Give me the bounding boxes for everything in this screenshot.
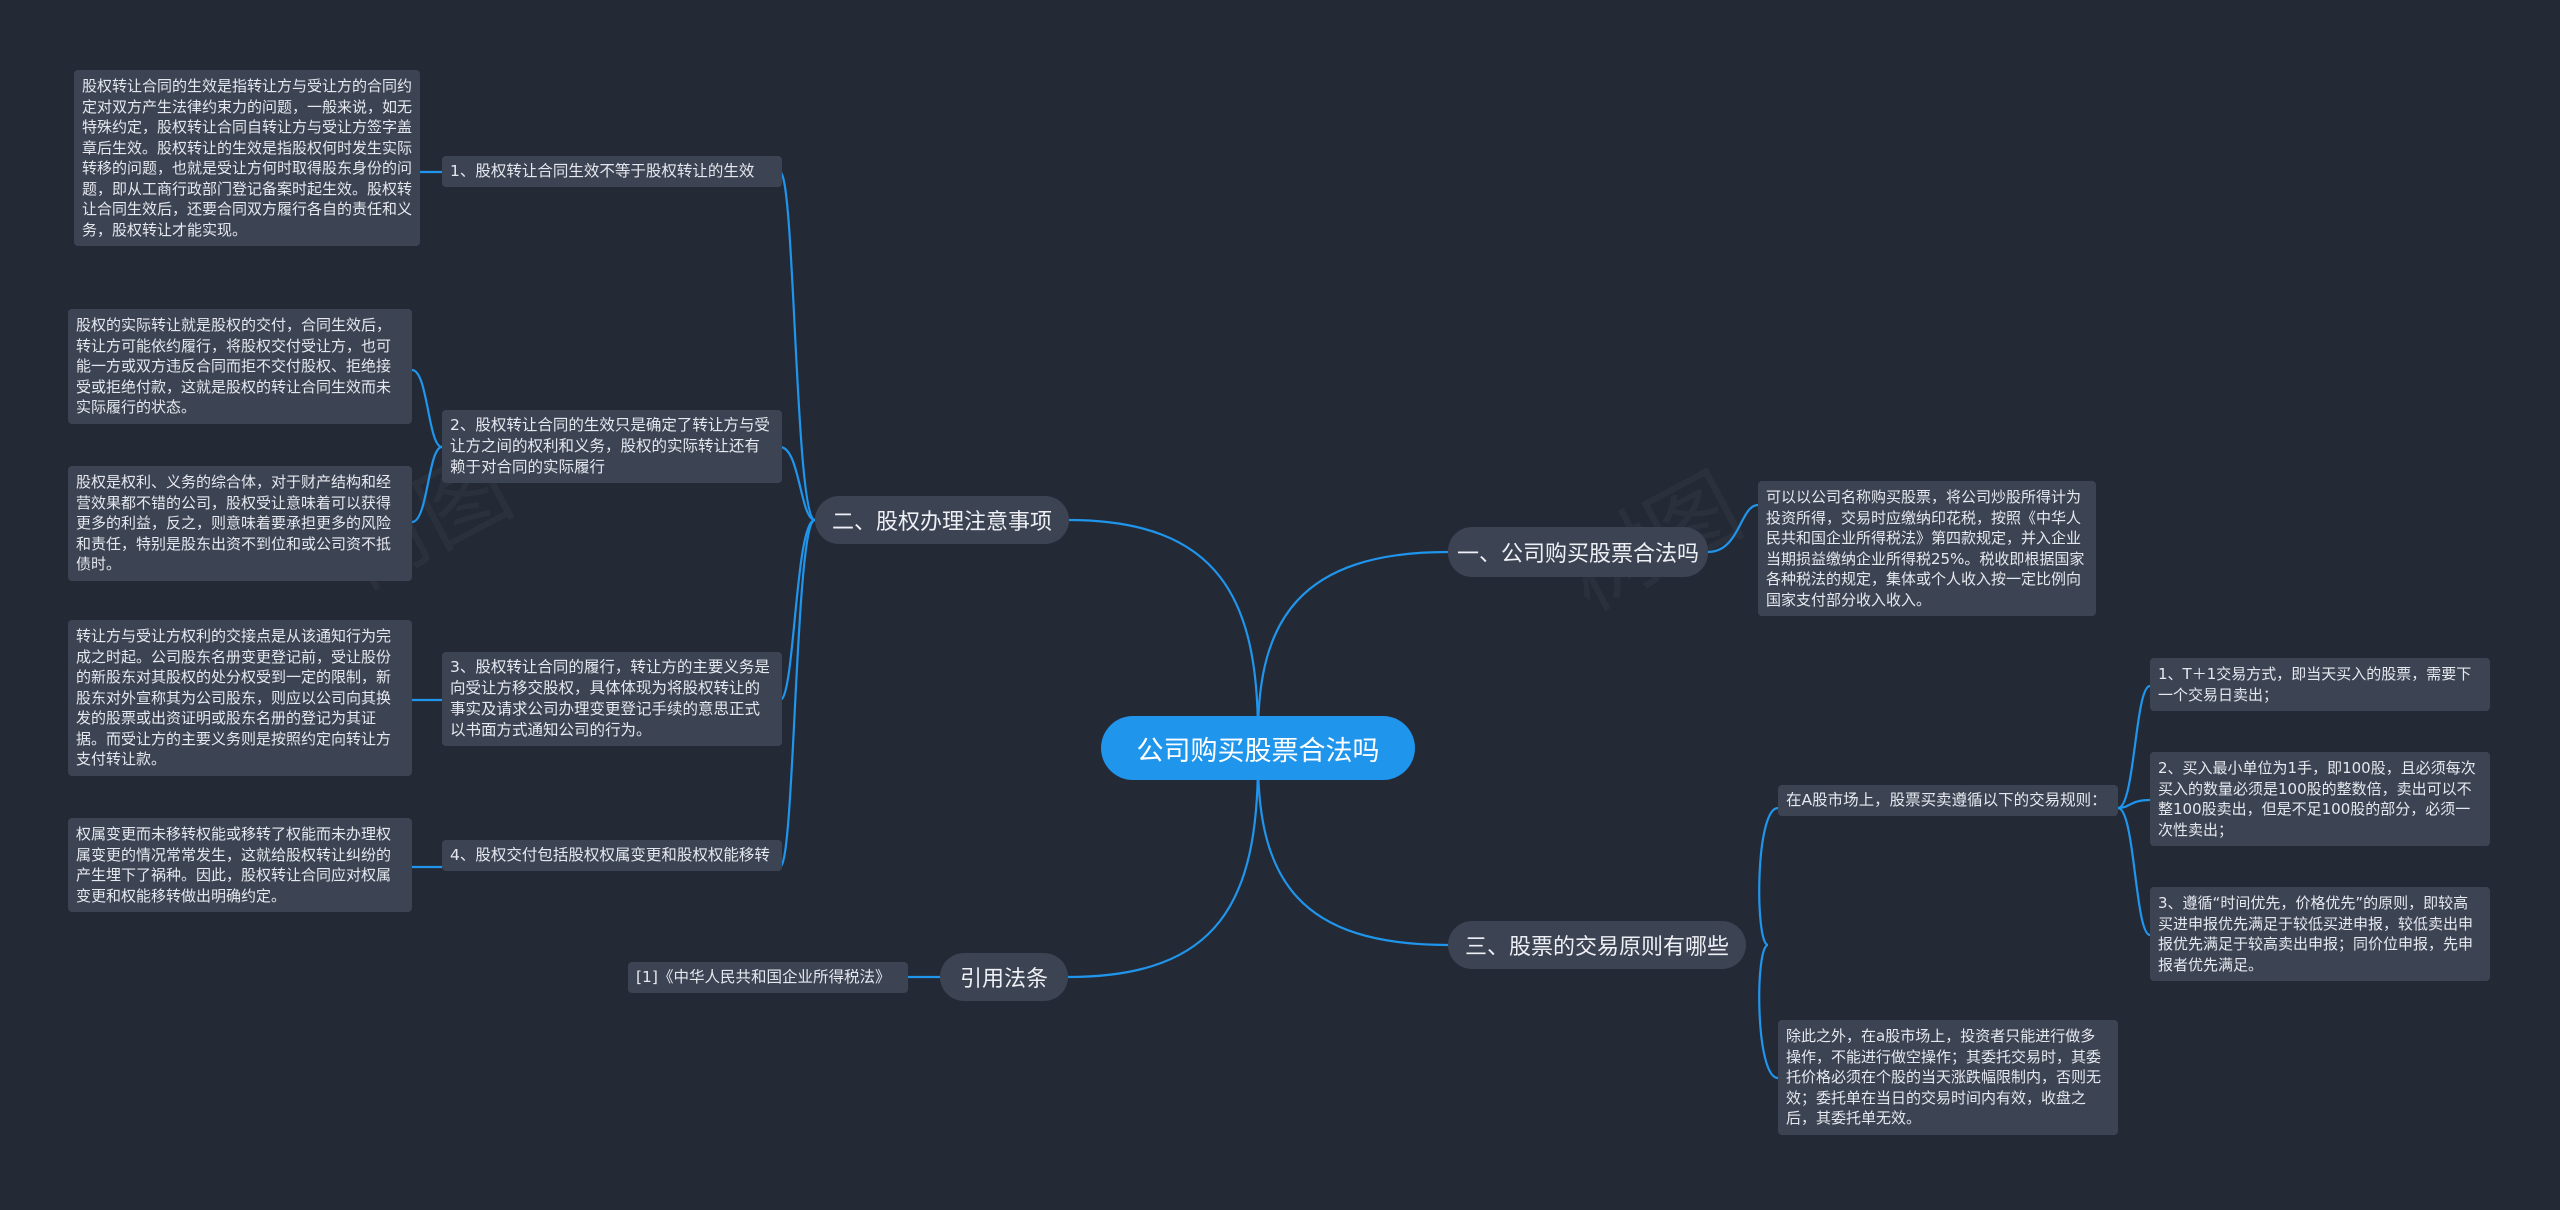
b3-topic-1-label: 在A股市场上，股票买卖遵循以下的交易规则： xyxy=(1786,791,2107,809)
b2-topic-2-label: 2、股权转让合同的生效只是确定了转让方与受让方之间的权利和义务，股权的实际转让还… xyxy=(450,416,770,476)
branch-4-label: 引用法条 xyxy=(959,967,1048,992)
link-b3-t2 xyxy=(1758,943,1779,1080)
b2-topic-1-label: 1、股权转让合同生效不等于股权转让的生效 xyxy=(450,162,755,180)
branch-2-label: 二、股权办理注意事项 xyxy=(831,510,1052,535)
link-b3t1-leafa xyxy=(2117,684,2151,810)
b3-topic-2[interactable]: 除此之外，在a股市场上，投资者只能进行做多操作，不能进行做空操作；其委托交易时，… xyxy=(1778,1020,2118,1135)
link-b2-t2 xyxy=(779,445,816,522)
link-b2-t1 xyxy=(778,170,817,522)
b2-topic-1[interactable]: 1、股权转让合同生效不等于股权转让的生效 xyxy=(442,156,782,187)
branch-1-label: 一、公司购买股票合法吗 xyxy=(1456,542,1699,567)
b1-note-text: 可以以公司名称购买股票，将公司炒股所得计为投资所得，交易时应缴纳印花税，按照《中… xyxy=(1766,488,2085,609)
link-root-b2 xyxy=(1067,518,1260,736)
b3-rule-1[interactable]: 1、T＋1交易方式，即当天买入的股票，需要下一个交易日卖出； xyxy=(2150,658,2490,711)
link-b3t1-leafc xyxy=(2117,806,2151,937)
link-t2-leafa xyxy=(411,368,443,449)
branch-2[interactable]: 二、股权办理注意事项 xyxy=(815,496,1069,544)
branch-3[interactable]: 三、股票的交易原则有哪些 xyxy=(1448,921,1746,969)
b2-topic-2[interactable]: 2、股权转让合同的生效只是确定了转让方与受让方之间的权利和义务，股权的实际转让还… xyxy=(442,410,782,483)
b2-topic-2-leaf-a-text: 股权的实际转让就是股权的交付，合同生效后，转让方可能依约履行，将股权交付受让方，… xyxy=(76,316,392,416)
link-b1-note xyxy=(1707,503,1759,554)
law-citation[interactable]: [1]《中华人民共和国企业所得税法》 xyxy=(628,962,908,993)
b1-note[interactable]: 可以以公司名称购买股票，将公司炒股所得计为投资所得，交易时应缴纳印花税，按照《中… xyxy=(1758,481,2096,616)
branch-1[interactable]: 一、公司购买股票合法吗 xyxy=(1448,527,1708,577)
b2-topic-2-leaf-b[interactable]: 股权是权利、义务的综合体，对于财产结构和经营效果都不错的公司，股权受让意味着可以… xyxy=(68,466,412,581)
b3-rule-2[interactable]: 2、买入最小单位为1手，即100股，且必须每次买入的数量必须是100股的整数倍，… xyxy=(2150,752,2490,846)
b3-topic-2-text: 除此之外，在a股市场上，投资者只能进行做多操作，不能进行做空操作；其委托交易时，… xyxy=(1786,1027,2102,1127)
b3-topic-1[interactable]: 在A股市场上，股票买卖遵循以下的交易规则： xyxy=(1778,785,2118,816)
branch-3-label: 三、股票的交易原则有哪些 xyxy=(1464,935,1729,960)
b2-topic-1-leaf-text: 股权转让合同的生效是指转让方与受让方的合同约定对双方产生法律约束力的问题，一般来… xyxy=(82,77,413,239)
link-b3t1-leafb xyxy=(2117,798,2151,810)
b2-topic-4-label: 4、股权交付包括股权权属变更和股权权能移转 xyxy=(450,846,770,864)
b2-topic-3[interactable]: 3、股权转让合同的履行，转让方的主要义务是向受让方移交股权，具体体现为将股权转让… xyxy=(442,652,782,746)
b3-rule-2-text: 2、买入最小单位为1手，即100股，且必须每次买入的数量必须是100股的整数倍，… xyxy=(2158,759,2476,839)
b2-topic-3-leaf-text: 转让方与受让方权利的交接点是从该通知行为完成之时起。公司股东名册变更登记前，受让… xyxy=(76,627,392,768)
link-root-b4 xyxy=(1067,759,1260,979)
b3-rule-3[interactable]: 3、遵循“时间优先，价格优先”的原则，即较高买进申报优先满足于较低买进申报，较低… xyxy=(2150,887,2490,981)
b3-rule-1-text: 1、T＋1交易方式，即当天买入的股票，需要下一个交易日卖出； xyxy=(2158,665,2472,704)
branch-4[interactable]: 引用法条 xyxy=(940,953,1068,1001)
b3-rule-3-text: 3、遵循“时间优先，价格优先”的原则，即较高买进申报优先满足于较低买进申报，较低… xyxy=(2158,894,2474,974)
b2-topic-4-leaf-text: 权属变更而未移转权能或移转了权能而未办理权属变更的情况常常发生，这就给股权转让纠… xyxy=(76,825,392,905)
root-node[interactable]: 公司购买股票合法吗 xyxy=(1101,716,1415,780)
link-b2-t4 xyxy=(778,518,817,869)
link-t2-leafb xyxy=(411,445,443,524)
link-root-b1 xyxy=(1256,550,1449,736)
b2-topic-3-leaf[interactable]: 转让方与受让方权利的交接点是从该通知行为完成之时起。公司股东名册变更登记前，受让… xyxy=(68,620,412,776)
law-citation-text: [1]《中华人民共和国企业所得税法》 xyxy=(636,968,891,986)
link-b2-t3 xyxy=(778,518,816,702)
b2-topic-4-leaf[interactable]: 权属变更而未移转权能或移转了权能而未办理权属变更的情况常常发生，这就给股权转让纠… xyxy=(68,818,412,912)
link-root-b3 xyxy=(1256,759,1449,947)
b2-topic-4[interactable]: 4、股权交付包括股权权属变更和股权权能移转 xyxy=(442,840,782,871)
b2-topic-2-leaf-a[interactable]: 股权的实际转让就是股权的交付，合同生效后，转让方可能依约履行，将股权交付受让方，… xyxy=(68,309,412,424)
link-b3-t1 xyxy=(1758,806,1779,947)
b2-topic-1-leaf[interactable]: 股权转让合同的生效是指转让方与受让方的合同约定对双方产生法律约束力的问题，一般来… xyxy=(74,70,420,246)
b2-topic-2-leaf-b-text: 股权是权利、义务的综合体，对于财产结构和经营效果都不错的公司，股权受让意味着可以… xyxy=(76,473,392,573)
b2-topic-3-label: 3、股权转让合同的履行，转让方的主要义务是向受让方移交股权，具体体现为将股权转让… xyxy=(450,658,770,739)
root-label: 公司购买股票合法吗 xyxy=(1136,735,1380,767)
